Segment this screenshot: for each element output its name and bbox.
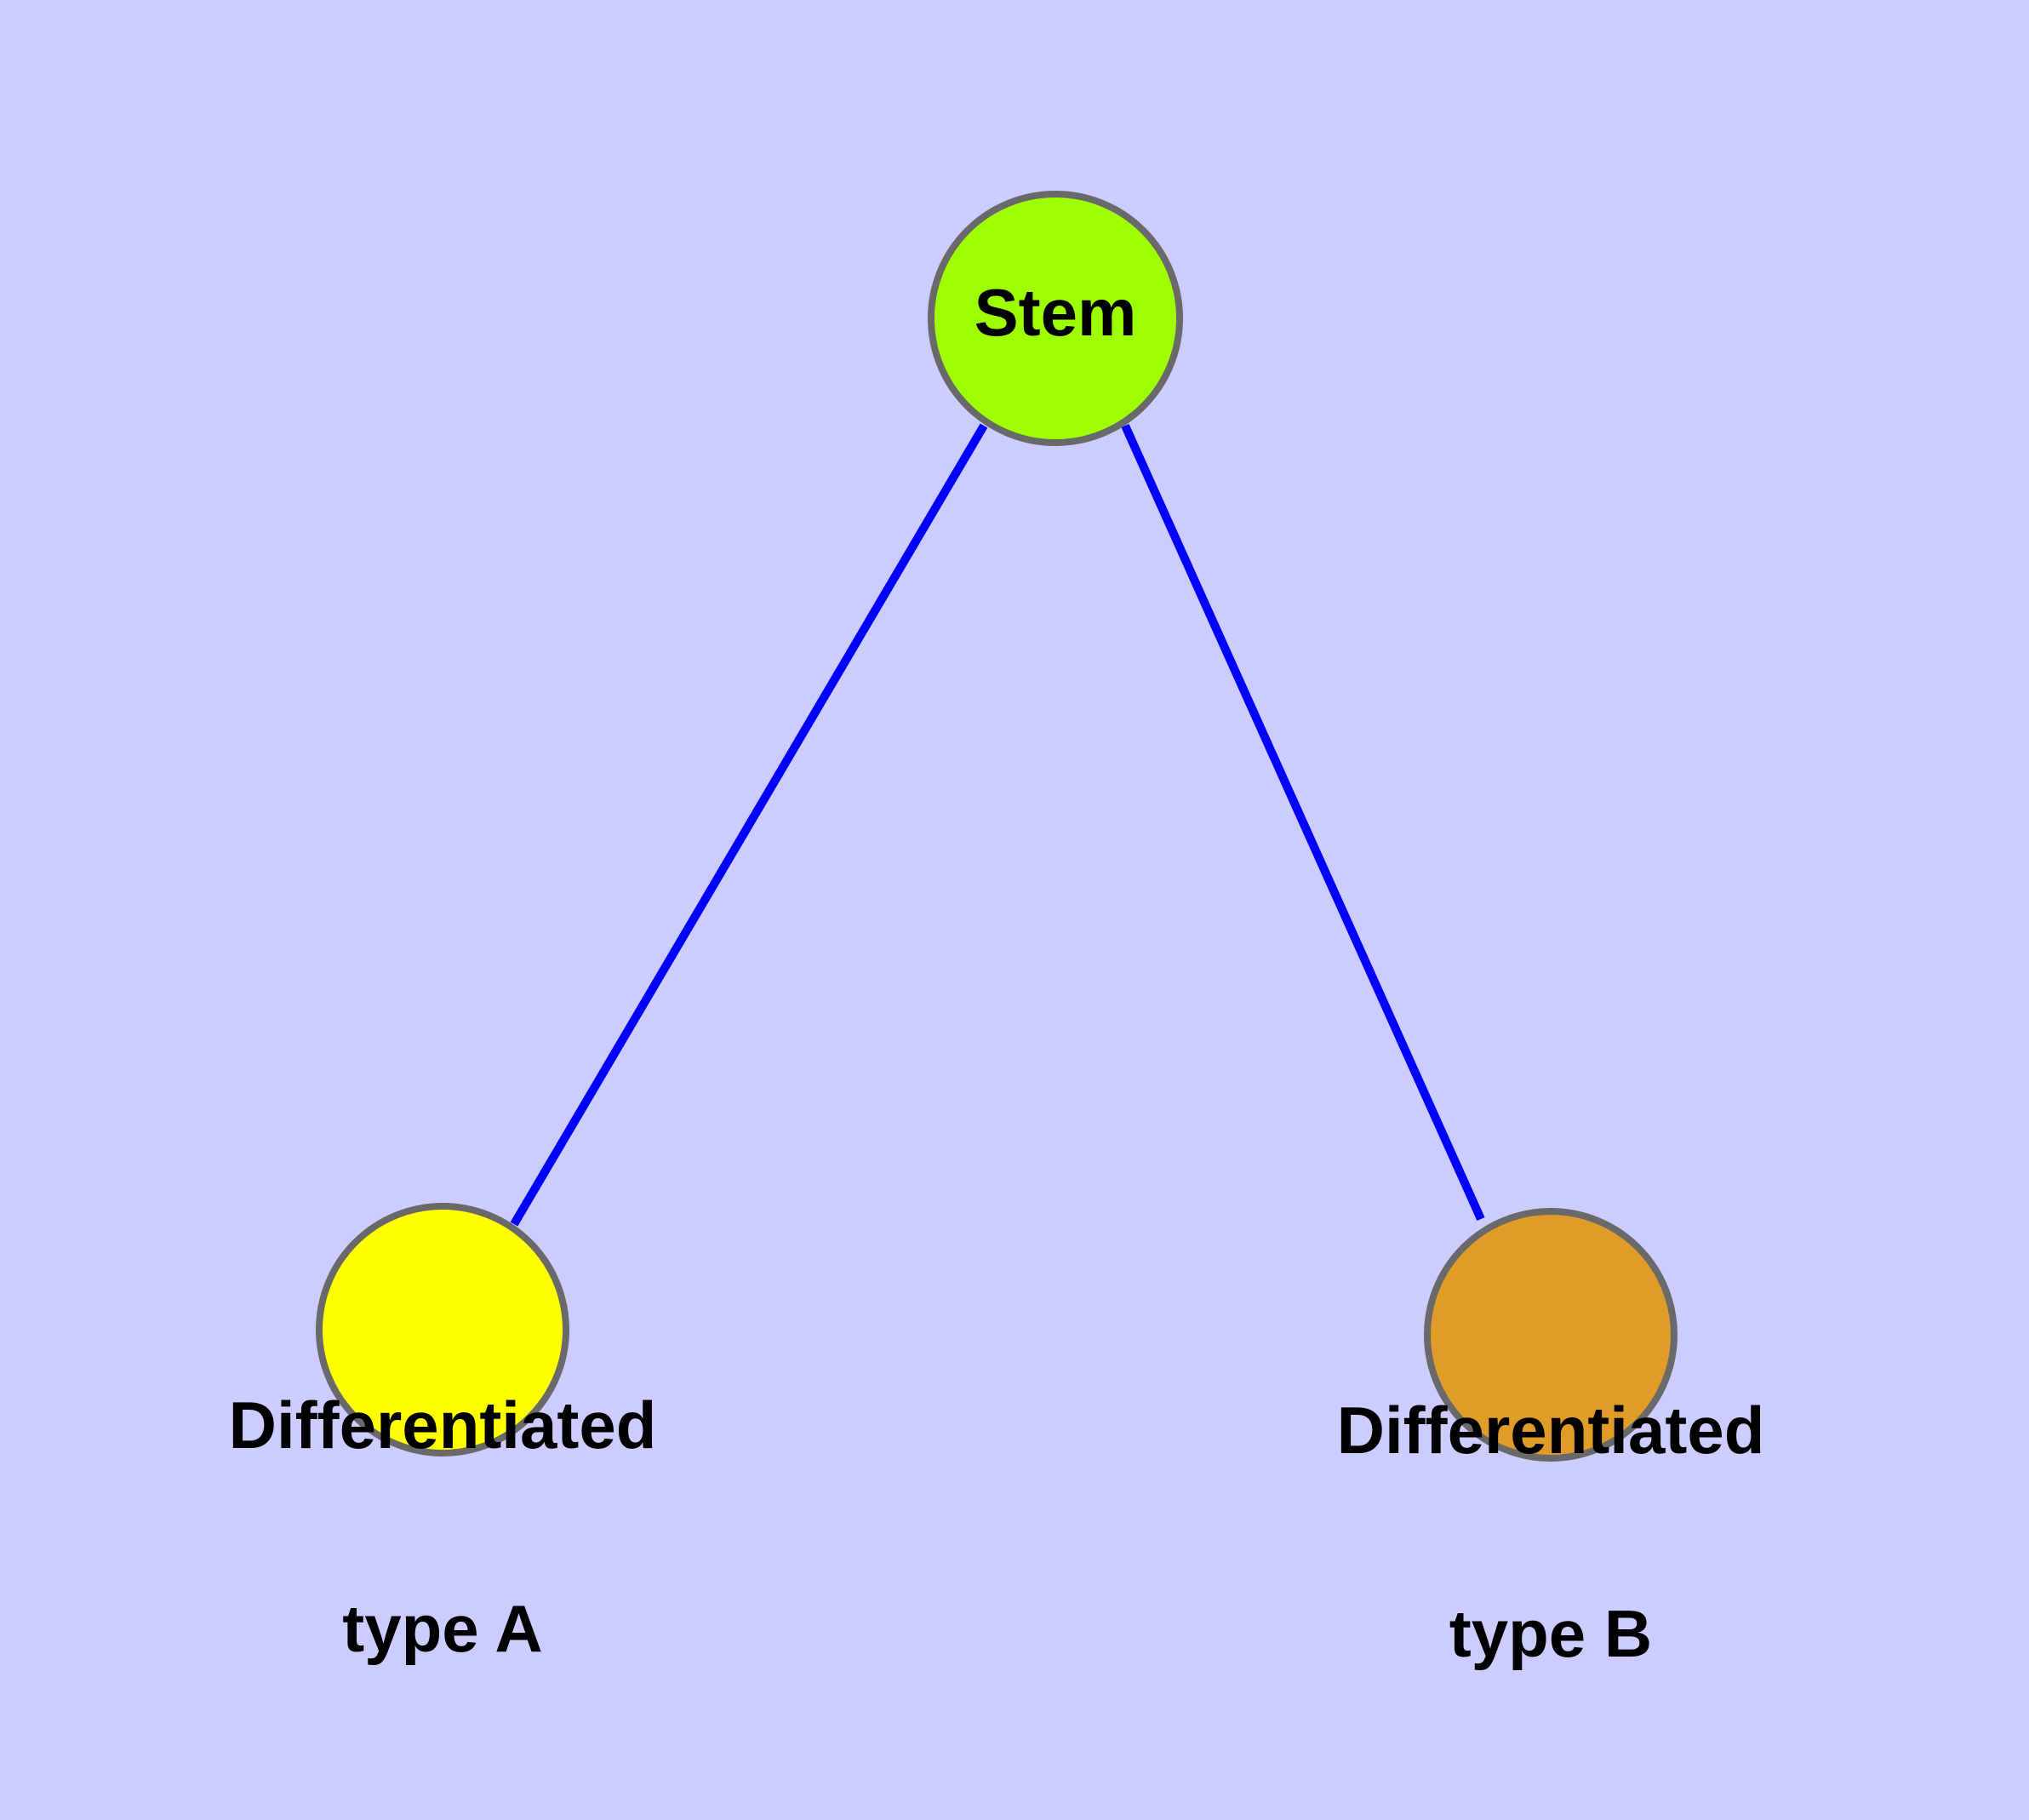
edge-stem-to-differentiated-type-b <box>1121 423 1485 1222</box>
node-stem[interactable] <box>928 191 1183 446</box>
node-layer <box>316 191 1677 1462</box>
edge-layer <box>510 423 1485 1227</box>
node-differentiated-type-b[interactable] <box>1424 1208 1677 1462</box>
edge-stem-to-differentiated-type-a <box>510 423 988 1227</box>
node-differentiated-type-a[interactable] <box>316 1203 569 1457</box>
